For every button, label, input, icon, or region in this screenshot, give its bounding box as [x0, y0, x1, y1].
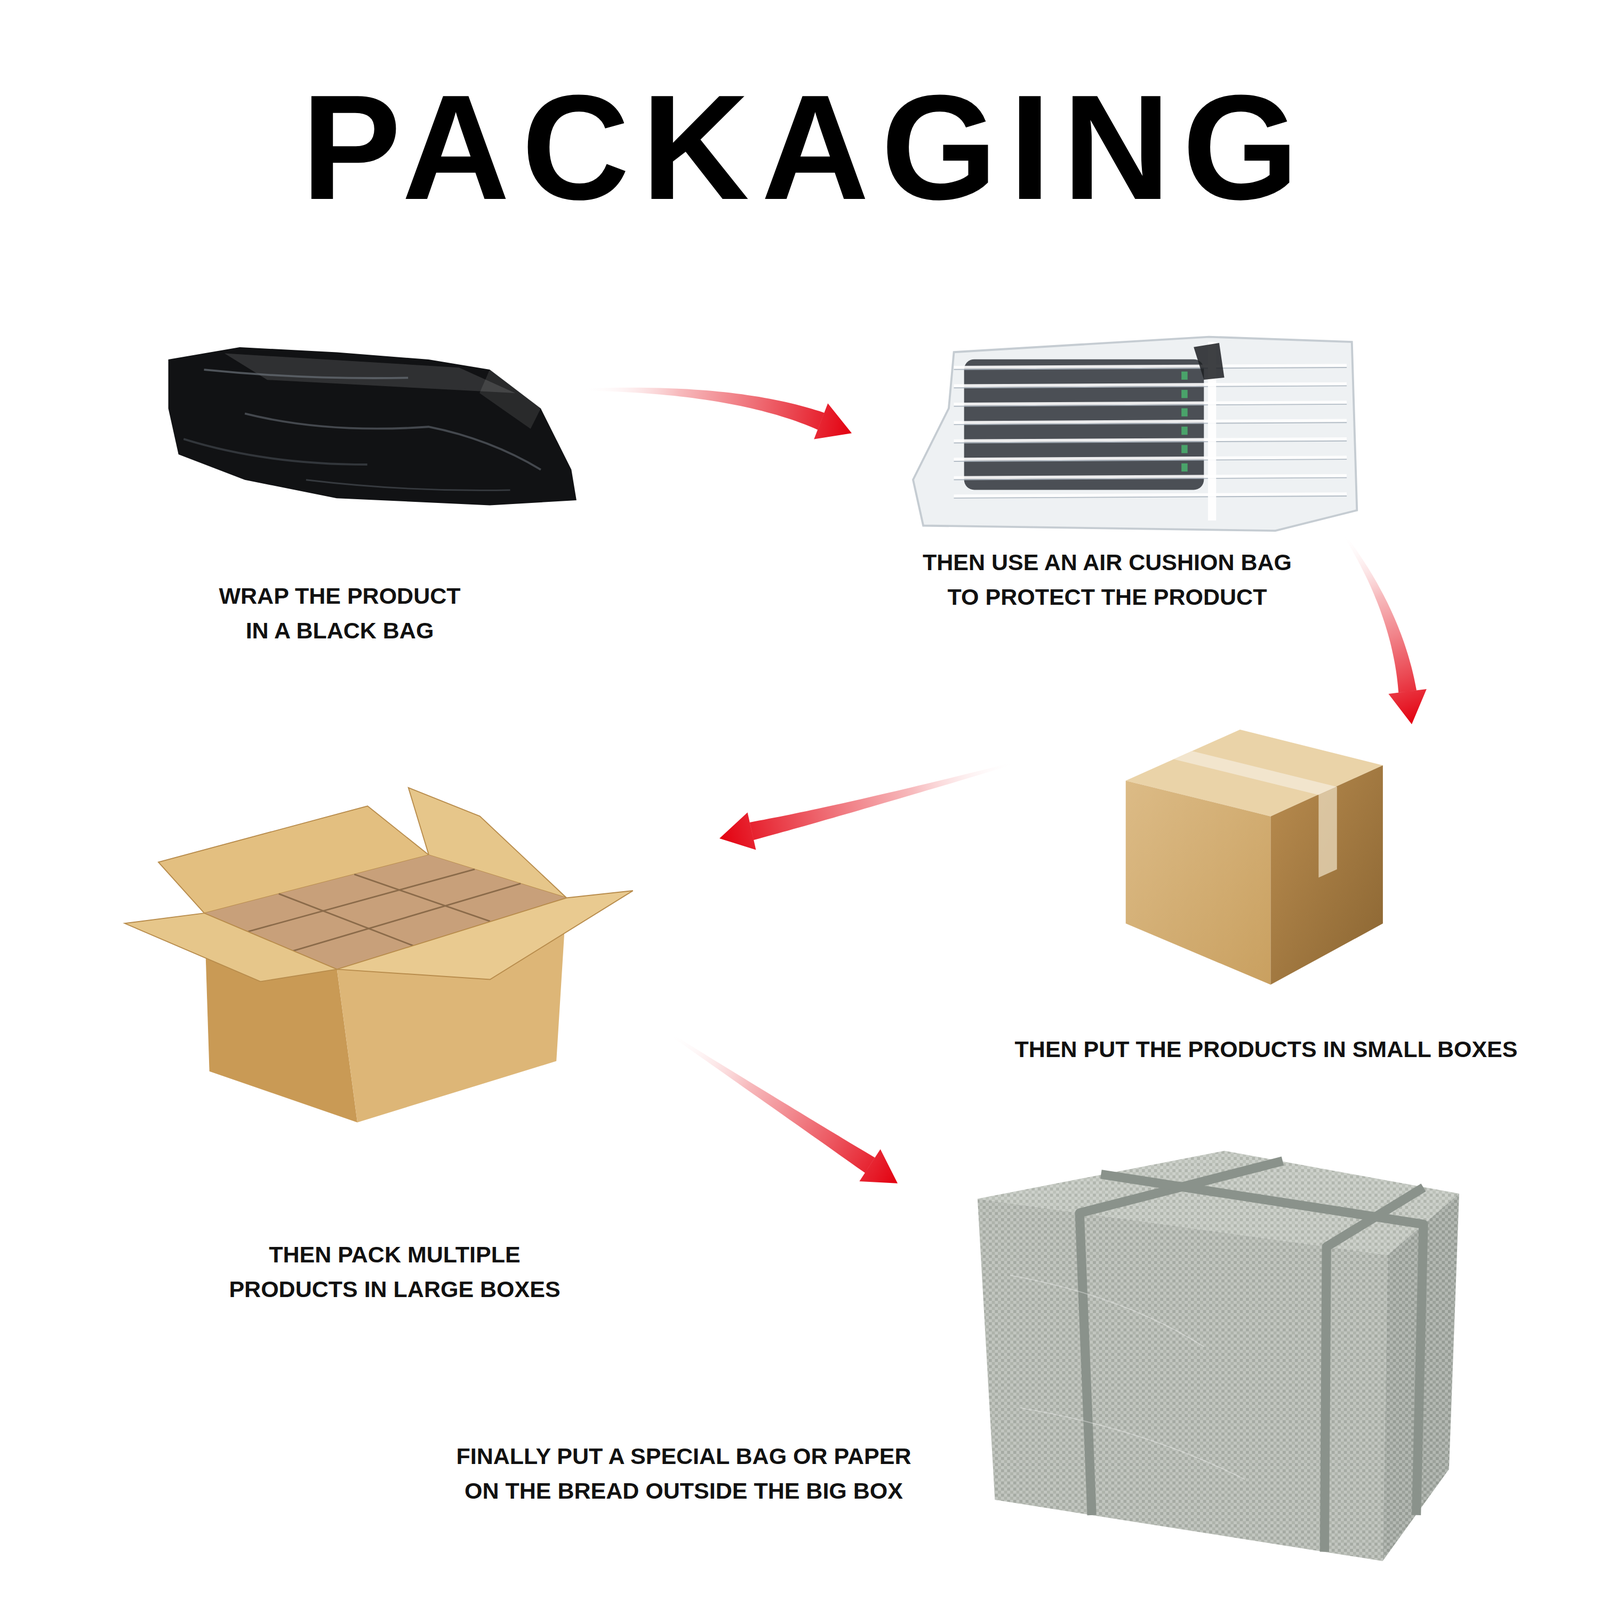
step-caption: WRAP THE PRODUCT IN A BLACK BAG [147, 578, 532, 648]
step-box: THEN PUT THE PRODUCTS IN SMALL BOXES [1122, 729, 1388, 985]
page-title: PACKAGING [0, 72, 1600, 222]
step-box: WRAP THE PRODUCT IN A BLACK BAG [163, 347, 577, 511]
step-box: FINALLY PUT A SPECIAL BAG OR PAPER ON TH… [964, 1147, 1460, 1562]
caption-area: FINALLY PUT A SPECIAL BAG OR PAPER ON TH… [417, 1438, 951, 1508]
wrapped-box-illustration [964, 1147, 1460, 1562]
large-box-illustration [122, 785, 638, 1123]
step-box: THEN PACK MULTIPLE PRODUCTS IN LARGE BOX… [122, 785, 638, 1123]
caption-area: THEN PACK MULTIPLE PRODUCTS IN LARGE BOX… [186, 1237, 603, 1307]
caption-area: WRAP THE PRODUCT IN A BLACK BAG [147, 578, 532, 648]
flow-arrow [719, 761, 1017, 850]
flow-arrow [667, 1032, 898, 1184]
caption-area: THEN PUT THE PRODUCTS IN SMALL BOXES [951, 1032, 1581, 1067]
flow-arrow [581, 387, 852, 440]
step-caption: THEN PACK MULTIPLE PRODUCTS IN LARGE BOX… [186, 1237, 603, 1307]
step-box: THEN USE AN AIR CUSHION BAG TO PROTECT T… [913, 331, 1357, 531]
small-box-illustration [1122, 729, 1388, 985]
caption-area: THEN USE AN AIR CUSHION BAG TO PROTECT T… [877, 545, 1337, 614]
flow-arrow [1342, 533, 1427, 725]
air-cushion-bag-illustration [913, 331, 1357, 531]
black-bag-illustration [163, 347, 577, 511]
step-caption: THEN PUT THE PRODUCTS IN SMALL BOXES [951, 1032, 1581, 1067]
step-caption: THEN USE AN AIR CUSHION BAG TO PROTECT T… [877, 545, 1337, 614]
step-caption: FINALLY PUT A SPECIAL BAG OR PAPER ON TH… [417, 1438, 951, 1508]
